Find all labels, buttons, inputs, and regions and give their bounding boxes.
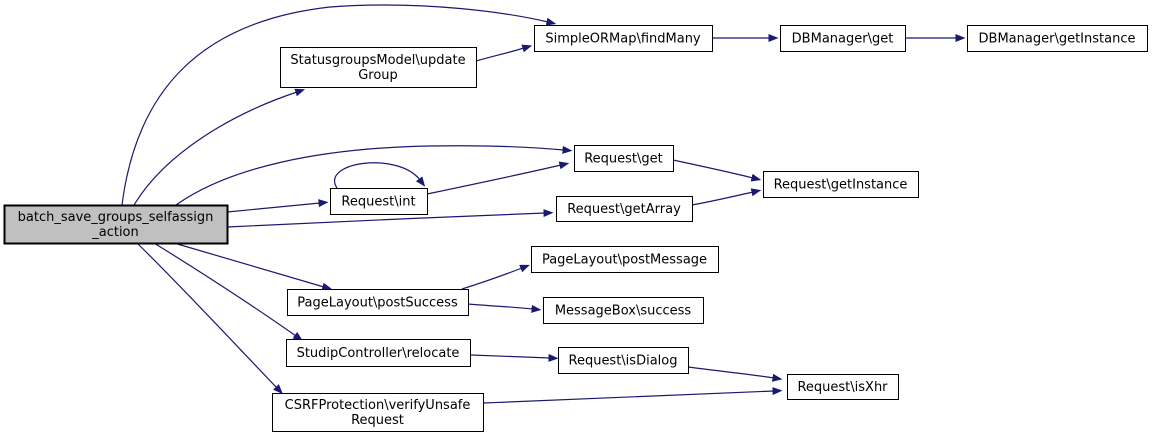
- node-box-pagelayout-postmessage[interactable]: [530, 245, 720, 274]
- edge-request-int-to-request-get: [426, 161, 570, 195]
- edge-batch-save-groups-selfassign-action-to-pagelayout-postsuccess: [173, 242, 333, 291]
- edge-request-get-to-request-getinstance: [672, 159, 762, 182]
- node-box-batch-save-groups-selfassign-action: [3, 204, 229, 245]
- edge-pagelayout-postsuccess-to-messagebox-success: [467, 303, 542, 313]
- node-box-request-get[interactable]: [573, 144, 675, 173]
- node-box-request-getinstance[interactable]: [762, 170, 920, 199]
- node-box-request-getarray[interactable]: [555, 195, 694, 223]
- node-box-messagebox-success[interactable]: [542, 296, 705, 325]
- node-pagelayout-postsuccess[interactable]: PageLayout\postSuccess: [286, 288, 470, 317]
- node-pagelayout-postmessage[interactable]: PageLayout\postMessage: [530, 245, 720, 274]
- node-studipcontroller-relocate[interactable]: StudipController\relocate: [285, 338, 472, 368]
- edge-studipcontroller-relocate-to-request-isdialog: [470, 353, 559, 362]
- node-box-request-int[interactable]: [329, 187, 429, 216]
- node-request-get[interactable]: Request\get: [573, 144, 675, 173]
- edge-csrfprotection-verifyunsaferequest-to-request-isxhr: [482, 387, 783, 404]
- node-box-dbmanager-get[interactable]: [779, 24, 907, 53]
- edge-self-loop-request-int: [334, 162, 426, 189]
- edge-batch-save-groups-selfassign-action-to-request-int: [226, 199, 329, 213]
- node-dbmanager-getinstance[interactable]: DBManager\getInstance: [966, 24, 1149, 53]
- node-box-csrfprotection-verifyunsaferequest[interactable]: [271, 392, 485, 433]
- node-request-isdialog[interactable]: Request\isDialog: [557, 346, 690, 375]
- edge-batch-save-groups-selfassign-action-to-request-get: [175, 145, 573, 206]
- edge-batch-save-groups-selfassign-action-to-request-getarray: [226, 209, 554, 228]
- node-dbmanager-get[interactable]: DBManager\get: [779, 24, 907, 53]
- node-request-getinstance[interactable]: Request\getInstance: [762, 170, 920, 199]
- node-layer: batch_save_groups_selfassign_action Statu…: [3, 24, 1149, 433]
- node-batch-save-groups-selfassign-action: batch_save_groups_selfassign_action: [3, 204, 229, 245]
- edge-request-isdialog-to-request-isxhr: [687, 366, 783, 382]
- node-messagebox-success[interactable]: MessageBox\success: [542, 296, 705, 325]
- node-simpleormap-findmany[interactable]: SimpleORMap\findMany: [533, 24, 714, 53]
- node-box-studipcontroller-relocate[interactable]: [285, 338, 472, 368]
- node-request-getarray[interactable]: Request\getArray: [555, 195, 694, 223]
- edge-layer: [121, 4, 966, 404]
- node-request-isxhr[interactable]: Request\isXhr: [786, 373, 900, 401]
- node-box-simpleormap-findmany[interactable]: [533, 24, 714, 53]
- node-box-request-isxhr[interactable]: [786, 373, 900, 401]
- edge-batch-save-groups-selfassign-action-to-csrfprotection-verifyunsaferequest: [136, 242, 283, 395]
- node-box-statusgroupsmodel-updategroup[interactable]: [279, 46, 478, 89]
- edge-pagelayout-postsuccess-to-pagelayout-postmessage: [461, 264, 530, 290]
- edge-statusgroupsmodel-updategroup-to-simpleormap-findmany: [475, 44, 533, 62]
- node-request-int[interactable]: Request\int: [329, 187, 429, 216]
- node-box-request-isdialog[interactable]: [557, 346, 690, 375]
- edge-batch-save-groups-selfassign-action-to-simpleormap-findmany: [121, 4, 557, 206]
- edge-request-getarray-to-request-getinstance: [691, 188, 762, 206]
- node-box-dbmanager-getinstance[interactable]: [966, 24, 1149, 53]
- edge-batch-save-groups-selfassign-action-to-studipcontroller-relocate: [153, 242, 303, 341]
- edge-batch-save-groups-selfassign-action-to-statusgroupsmodel-updategroup: [133, 88, 306, 206]
- node-box-pagelayout-postsuccess[interactable]: [286, 288, 470, 317]
